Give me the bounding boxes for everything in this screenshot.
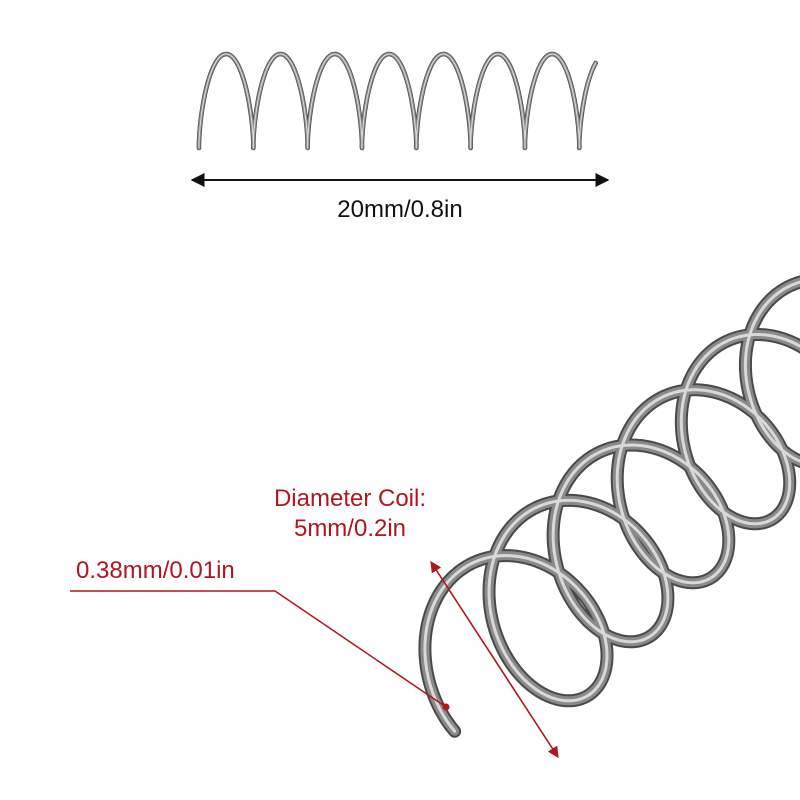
- spring-wire-highlight: [198, 53, 597, 149]
- wire-thickness-leader: [70, 590, 444, 706]
- wire-diameter-label: 0.38mm/0.01in: [76, 557, 235, 584]
- coil-diameter-label-line2: 5mm/0.2in: [293, 515, 407, 542]
- length-label: 20mm/0.8in: [337, 196, 463, 223]
- wire-thickness-dot: [442, 703, 450, 711]
- coil-diameter-label-line1: Diameter Coil:: [273, 485, 427, 512]
- spring-side-view: [196, 51, 599, 151]
- coil-diameter-arrow: [430, 561, 559, 758]
- spring-closeup-view: [418, 275, 800, 738]
